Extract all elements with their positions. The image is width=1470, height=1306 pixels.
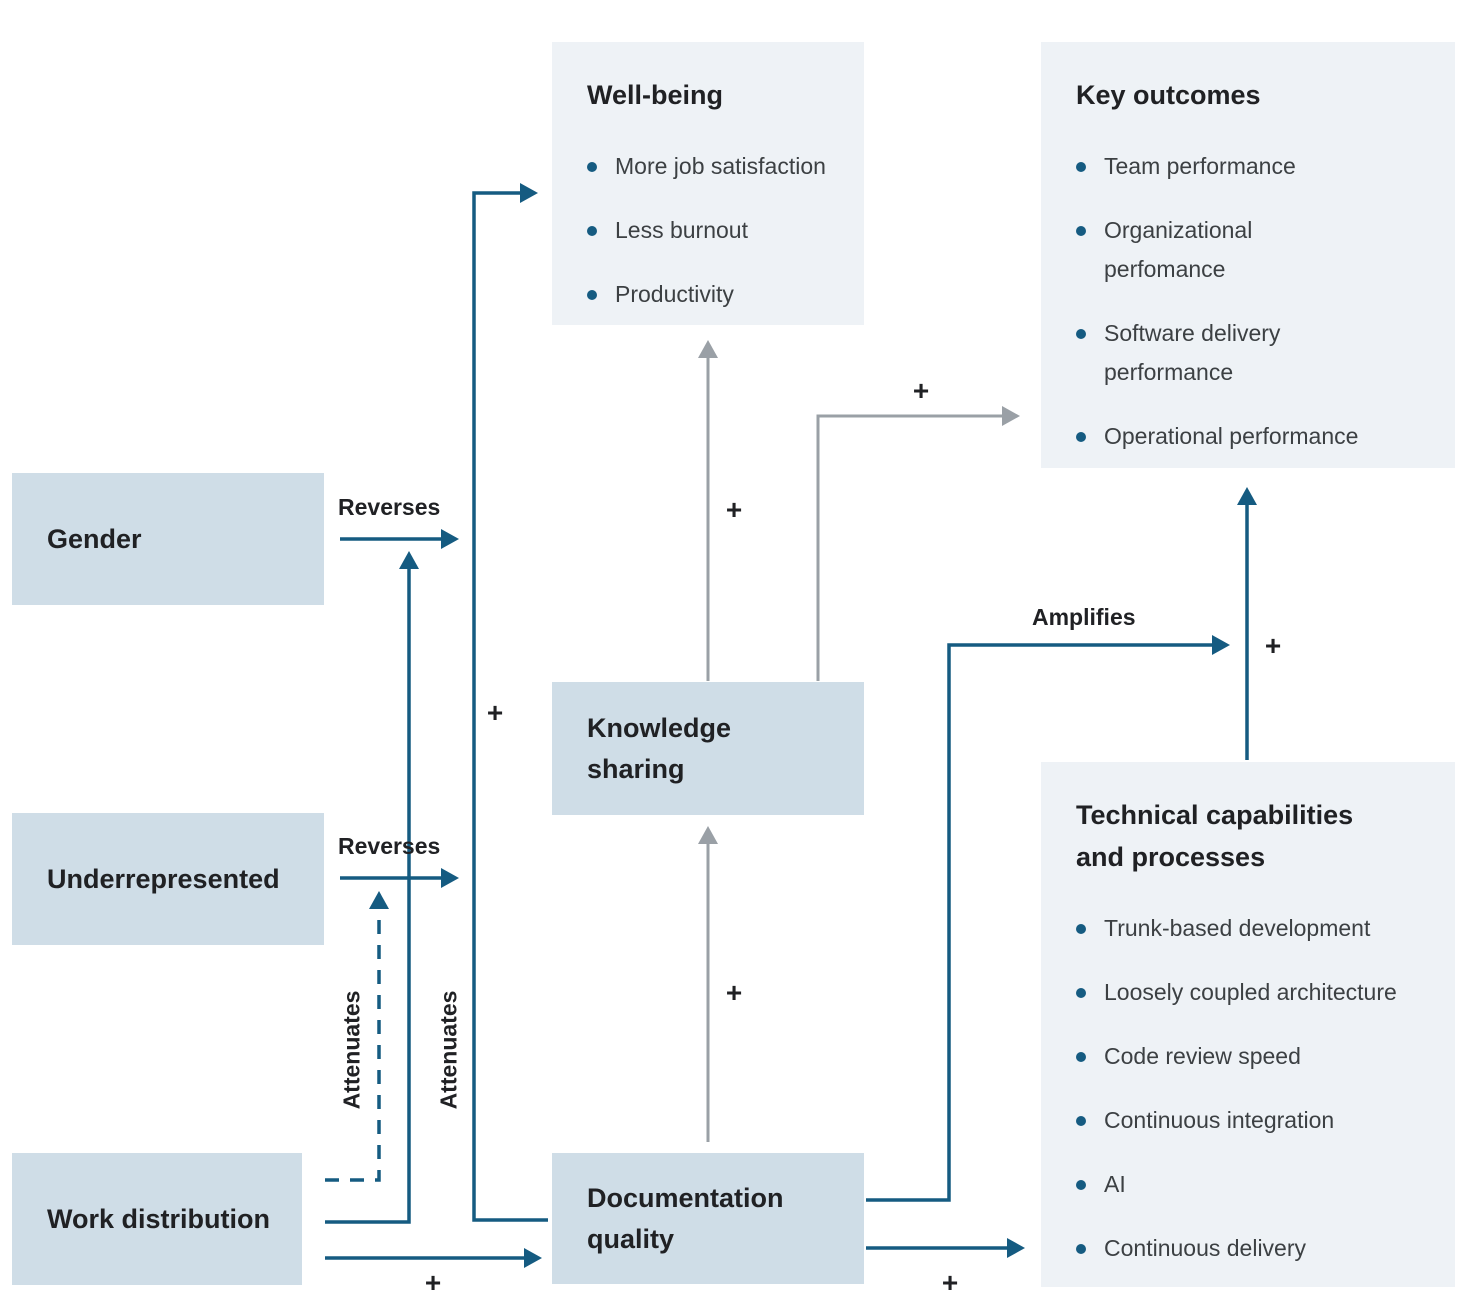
bullet-dot xyxy=(1076,431,1086,442)
plus-knowledge-wellbeing: + xyxy=(725,494,743,525)
edge-label-reverses-underrepresented: Reverses xyxy=(338,833,441,859)
node-documentation-quality: Documentation quality xyxy=(552,1153,864,1284)
bullet-dot xyxy=(1076,1115,1086,1126)
node-underrepresented-label: Underrepresented xyxy=(47,863,280,894)
node-knowledge-sharing-label: Knowledge sharing xyxy=(587,713,732,784)
arrow-knowledge-to-keyoutcomes xyxy=(816,414,1002,681)
plus-knowledge-keyoutcomes: + xyxy=(912,375,930,406)
list-item: Operational performance xyxy=(1076,417,1437,456)
plus-documentation-wellbeing: + xyxy=(486,697,504,728)
list-item: Loosely coupled architecture xyxy=(1076,973,1437,1012)
arrowhead-documentation-to-knowledge xyxy=(698,826,718,844)
edge-label-attenuates-solid: Attenuates xyxy=(435,990,462,1110)
edge-label-reverses-gender: Reverses xyxy=(338,494,441,520)
node-work-distribution-label: Work distribution xyxy=(47,1203,270,1234)
arrowhead-work-to-documentation xyxy=(524,1248,542,1268)
panel-technical-capabilities: Technical capabilities and processes Tru… xyxy=(1041,762,1455,1287)
node-work-distribution: Work distribution xyxy=(12,1153,302,1285)
arrowhead-knowledge-to-keyoutcomes xyxy=(1002,406,1020,426)
arrowhead-knowledge-to-wellbeing xyxy=(698,340,718,358)
bullet-dot xyxy=(587,289,597,300)
plus-work-documentation: + xyxy=(424,1267,442,1298)
panel-key-outcomes: Key outcomes Team performance Organizati… xyxy=(1041,42,1455,468)
bullet-dot xyxy=(1076,1051,1086,1062)
node-gender-label: Gender xyxy=(47,523,142,554)
list-item: Software delivery performance xyxy=(1076,314,1437,392)
bullet-dot xyxy=(1076,161,1086,172)
list-item: Continuous integration xyxy=(1076,1101,1437,1140)
edge-label-attenuates-dashed: Attenuates xyxy=(338,990,365,1110)
list-item: Code review speed xyxy=(1076,1037,1437,1076)
node-knowledge-sharing: Knowledge sharing xyxy=(552,682,864,815)
bullet-dot xyxy=(1076,1243,1086,1254)
list-item: Organizational perfomance xyxy=(1076,211,1437,289)
bullet-dot xyxy=(587,225,597,236)
list-item: Trunk-based development xyxy=(1076,909,1437,948)
well-being-list: More job satisfaction Less burnout Produ… xyxy=(587,147,846,314)
arrowhead-documentation-to-wellbeing xyxy=(520,183,538,203)
edge-label-amplifies: Amplifies xyxy=(1032,604,1136,630)
arrowhead-technical-to-keyoutcomes xyxy=(1237,487,1257,505)
bullet-dot xyxy=(1076,987,1086,998)
plus-technical-keyoutcomes: + xyxy=(1264,630,1282,661)
arrowhead-underrepresented-reverses xyxy=(441,868,459,888)
node-underrepresented: Underrepresented xyxy=(12,813,324,945)
panel-key-outcomes-title: Key outcomes xyxy=(1076,80,1261,110)
arrowhead-attenuates-solid xyxy=(399,551,419,569)
arrow-work-to-gender-attenuates xyxy=(325,569,411,1224)
plus-documentation-knowledge: + xyxy=(725,977,743,1008)
node-documentation-quality-label: Documentation quality xyxy=(587,1183,784,1254)
bullet-dot xyxy=(587,161,597,172)
plus-documentation-technical: + xyxy=(941,1267,959,1298)
arrowhead-documentation-to-technical xyxy=(1007,1238,1025,1258)
panel-well-being-title: Well-being xyxy=(587,80,724,110)
list-item: Team performance xyxy=(1076,147,1437,186)
bullet-dot xyxy=(1076,225,1086,236)
list-item: AI xyxy=(1076,1165,1437,1204)
bullet-dot xyxy=(1076,1179,1086,1190)
list-item: Continuous delivery xyxy=(1076,1229,1437,1268)
arrowhead-amplifies xyxy=(1212,635,1230,655)
node-gender: Gender xyxy=(12,473,324,605)
list-item: Productivity xyxy=(587,275,846,314)
bullet-dot xyxy=(1076,923,1086,934)
arrowhead-attenuates-dashed xyxy=(369,891,389,909)
bullet-dot xyxy=(1076,328,1086,339)
panel-well-being: Well-being More job satisfaction Less bu… xyxy=(552,42,864,325)
arrowhead-gender-reverses xyxy=(441,529,459,549)
list-item: Less burnout xyxy=(587,211,846,250)
list-item: More job satisfaction xyxy=(587,147,846,186)
key-outcomes-list: Team performance Organizational perfoman… xyxy=(1076,147,1437,456)
panel-technical-capabilities-title: Technical capabilities and processes xyxy=(1076,800,1354,872)
technical-capabilities-list: Trunk-based development Loosely coupled … xyxy=(1076,909,1437,1268)
arrow-documentation-to-wellbeing xyxy=(472,191,548,1222)
